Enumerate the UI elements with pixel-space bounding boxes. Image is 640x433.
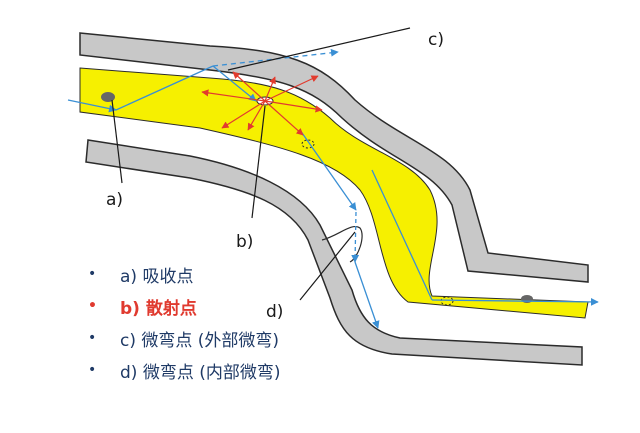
microbend-bump — [321, 226, 363, 263]
legend-item-absorption: • a) 吸收点 — [88, 258, 281, 290]
legend-text: d) 微弯点 (内部微弯) — [120, 362, 281, 383]
label-a: a) — [106, 190, 123, 210]
small-defect — [301, 139, 315, 149]
legend-text: a) 吸收点 — [120, 266, 194, 287]
label-b: b) — [236, 232, 253, 252]
small-defect-2 — [440, 296, 454, 306]
upper-cladding — [79, 32, 589, 283]
light-rays — [67, 48, 599, 329]
bullet-icon: • — [88, 362, 97, 378]
legend-text: c) 微弯点 (外部微弯) — [120, 330, 280, 351]
label-c: c) — [428, 30, 444, 50]
bullet-icon: • — [88, 298, 97, 314]
label-d: d) — [266, 302, 283, 322]
label-leaders — [111, 27, 411, 301]
bullet-icon: • — [88, 330, 97, 346]
scatter-arrows — [201, 71, 323, 136]
absorption-point — [101, 92, 115, 102]
bullet-icon: • — [88, 266, 97, 282]
legend: • a) 吸收点 • b) 散射点 • c) 微弯点 (外部微弯) • d) 微… — [88, 258, 281, 386]
legend-item-scattering: • b) 散射点 — [88, 290, 281, 322]
legend-item-internal-microbend: • d) 微弯点 (内部微弯) — [88, 354, 281, 386]
legend-text: b) 散射点 — [120, 298, 197, 319]
lower-cladding — [85, 139, 583, 366]
legend-item-external-microbend: • c) 微弯点 (外部微弯) — [88, 322, 281, 354]
